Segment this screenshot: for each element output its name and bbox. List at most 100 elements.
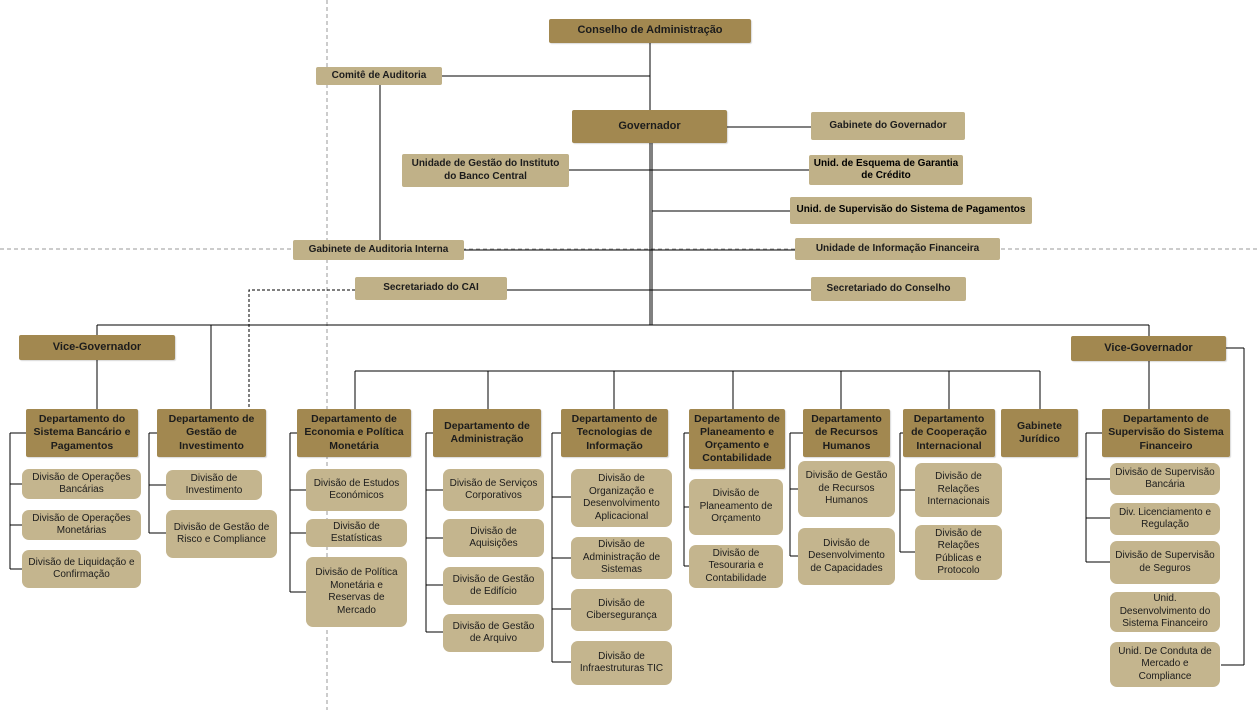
vice-governor-right-label: Vice-Governador xyxy=(1104,341,1193,354)
division-box: Divisão de Relações Internacionais xyxy=(915,463,1002,517)
dept-banking-payments: Departamento do Sistema Bancário e Pagam… xyxy=(26,409,138,457)
division-box: Divisão de Operações Monetárias xyxy=(22,510,141,540)
division-label: Divisão de Gestão de Edifício xyxy=(452,573,535,598)
credit-guarantee-unit-box: Unid. de Esquema de Garantia de Crédito xyxy=(809,155,963,185)
dept-it-label: Departamento de Tecnologias de Informaçã… xyxy=(571,413,658,452)
division-box: Divisão de Gestão de Arquivo xyxy=(443,614,544,652)
division-box: Divisão de Gestão de Recursos Humanos xyxy=(798,461,895,517)
division-label: Divisão de Estudos Económicos xyxy=(313,477,400,502)
division-box: Divisão de Estudos Económicos xyxy=(306,469,407,511)
dept-cooperation-label: Departamento de Cooperação Internacional xyxy=(911,413,987,452)
internal-audit-office-label: Gabinete de Auditoria Interna xyxy=(308,243,449,255)
dept-supervision: Departamento de Supervisão do Sistema Fi… xyxy=(1102,409,1230,457)
division-box: Divisão de Supervisão Bancária xyxy=(1110,463,1220,495)
cb-institute-unit-box: Unidade de Gestão do Instituto do Banco … xyxy=(402,154,569,187)
division-label: Div. Licenciamento e Regulação xyxy=(1118,506,1212,531)
division-box: Divisão de Liquidação e Confirmação xyxy=(22,550,141,588)
division-box: Divisão de Gestão de Edifício xyxy=(443,567,544,605)
division-label: Unid. Desenvolvimento do Sistema Finance… xyxy=(1119,593,1211,630)
dept-economics: Departamento de Economia e Política Mone… xyxy=(297,409,411,457)
dept-investment-label: Departamento de Gestão de Investimento xyxy=(168,413,255,452)
dept-hr: Departamento de Recursos Humanos xyxy=(803,409,890,457)
division-label: Divisão de Estatísticas xyxy=(330,520,383,545)
dept-budget-label: Departamento de Planeamento e Orçamento … xyxy=(694,412,780,465)
division-label: Divisão de Organização e Desenvolvimento… xyxy=(583,473,660,522)
dept-administration: Departamento de Administração xyxy=(433,409,541,457)
division-box: Divisão de Relações Públicas e Protocolo xyxy=(915,525,1002,580)
division-label: Divisão de Desenvolvimento de Capacidade… xyxy=(808,537,885,574)
division-label: Divisão de Planeamento de Orçamento xyxy=(699,488,773,525)
division-box: Divisão de Supervisão de Seguros xyxy=(1110,541,1220,584)
cb-institute-unit-label: Unidade de Gestão do Instituto do Banco … xyxy=(411,158,560,182)
vice-governor-left-label: Vice-Governador xyxy=(52,340,142,353)
division-box: Divisão de Estatísticas xyxy=(306,519,407,547)
division-label: Divisão de Gestão de Arquivo xyxy=(452,620,535,645)
division-box: Divisão de Operações Bancárias xyxy=(22,469,141,499)
division-box: Divisão de Serviços Corporativos xyxy=(443,469,544,511)
division-label: Divisão de Supervisão de Seguros xyxy=(1115,550,1215,574)
division-box: Divisão de Tesouraria e Contabilidade xyxy=(689,545,783,588)
dept-it: Departamento de Tecnologias de Informaçã… xyxy=(561,409,668,457)
division-label: Divisão de Serviços Corporativos xyxy=(449,477,538,502)
division-label: Divisão de Supervisão Bancária xyxy=(1115,466,1215,491)
division-box: Divisão de Infraestruturas TIC xyxy=(571,641,672,685)
dept-hr-label: Departamento de Recursos Humanos xyxy=(811,413,882,452)
division-label: Divisão de Cibersegurança xyxy=(586,597,657,622)
division-label: Divisão de Relações Internacionais xyxy=(927,471,990,508)
division-label: Divisão de Operações Bancárias xyxy=(32,471,131,496)
division-box: Divisão de Aquisições xyxy=(443,519,544,557)
dept-supervision-label: Departamento de Supervisão do Sistema Fi… xyxy=(1108,413,1224,452)
division-box: Divisão de Política Monetária e Reservas… xyxy=(306,557,407,627)
division-box: Divisão de Gestão de Risco e Compliance xyxy=(166,510,277,558)
credit-guarantee-unit-label: Unid. de Esquema de Garantia de Crédito xyxy=(813,157,959,182)
dept-banking-payments-label: Departamento do Sistema Bancário e Pagam… xyxy=(33,413,131,452)
financial-info-unit-box: Unidade de Informação Financeira xyxy=(795,238,1000,260)
board-secretariat-box: Secretariado do Conselho xyxy=(811,277,966,301)
governor-office-box: Gabinete do Governador xyxy=(811,112,965,140)
dept-investment: Departamento de Gestão de Investimento xyxy=(157,409,266,457)
vice-governor-right-box: Vice-Governador xyxy=(1071,336,1226,361)
division-label: Divisão de Tesouraria e Contabilidade xyxy=(705,547,767,584)
governor-box: Governador xyxy=(572,110,727,143)
board-label: Conselho de Administração xyxy=(577,24,723,37)
division-box: Unid. De Conduta de Mercado e Compliance xyxy=(1110,642,1220,687)
vice-governor-left-box: Vice-Governador xyxy=(19,335,175,360)
division-label: Divisão de Administração de Sistemas xyxy=(582,539,661,576)
division-label: Divisão de Gestão de Risco e Compliance xyxy=(173,521,270,546)
dept-legal-label: Gabinete Jurídico xyxy=(1017,419,1062,445)
division-box: Divisão de Investimento xyxy=(166,470,262,500)
dept-administration-label: Departamento de Administração xyxy=(444,419,530,445)
governor-label: Governador xyxy=(618,119,681,132)
division-box: Divisão de Desenvolvimento de Capacidade… xyxy=(798,528,895,585)
division-label: Divisão de Aquisições xyxy=(469,525,518,550)
division-box: Divisão de Planeamento de Orçamento xyxy=(689,479,783,535)
division-label: Divisão de Investimento xyxy=(185,472,243,497)
financial-info-unit-label: Unidade de Informação Financeira xyxy=(815,242,980,254)
governor-office-label: Gabinete do Governador xyxy=(829,119,947,131)
dept-cooperation: Departamento de Cooperação Internacional xyxy=(903,409,995,457)
cai-secretariat-box: Secretariado do CAI xyxy=(355,277,507,300)
audit-committee-box: Comitê de Auditoria xyxy=(316,67,442,85)
division-label: Unid. De Conduta de Mercado e Compliance xyxy=(1118,645,1212,682)
division-label: Divisão de Liquidação e Confirmação xyxy=(28,556,135,581)
board-secretariat-label: Secretariado do Conselho xyxy=(826,282,951,294)
board-box: Conselho de Administração xyxy=(549,19,751,43)
payments-supervision-unit-label: Unid. de Supervisão do Sistema de Pagame… xyxy=(796,204,1026,216)
division-label: Divisão de Infraestruturas TIC xyxy=(579,650,664,675)
dept-legal: Gabinete Jurídico xyxy=(1001,409,1078,457)
dept-budget: Departamento de Planeamento e Orçamento … xyxy=(689,409,785,469)
division-box: Divisão de Cibersegurança xyxy=(571,589,672,631)
division-label: Divisão de Operações Monetárias xyxy=(32,512,131,537)
internal-audit-office-box: Gabinete de Auditoria Interna xyxy=(293,240,464,260)
cai-secretariat-label: Secretariado do CAI xyxy=(383,282,479,294)
division-label: Divisão de Relações Públicas e Protocolo xyxy=(935,527,982,577)
payments-supervision-unit-box: Unid. de Supervisão do Sistema de Pagame… xyxy=(790,197,1032,224)
division-box: Div. Licenciamento e Regulação xyxy=(1110,503,1220,535)
division-label: Divisão de Gestão de Recursos Humanos xyxy=(805,470,888,507)
division-box: Divisão de Organização e Desenvolvimento… xyxy=(571,469,672,527)
division-box: Divisão de Administração de Sistemas xyxy=(571,537,672,579)
dept-economics-label: Departamento de Economia e Política Mone… xyxy=(304,413,404,452)
division-box: Unid. Desenvolvimento do Sistema Finance… xyxy=(1110,592,1220,632)
division-label: Divisão de Política Monetária e Reservas… xyxy=(315,567,398,616)
